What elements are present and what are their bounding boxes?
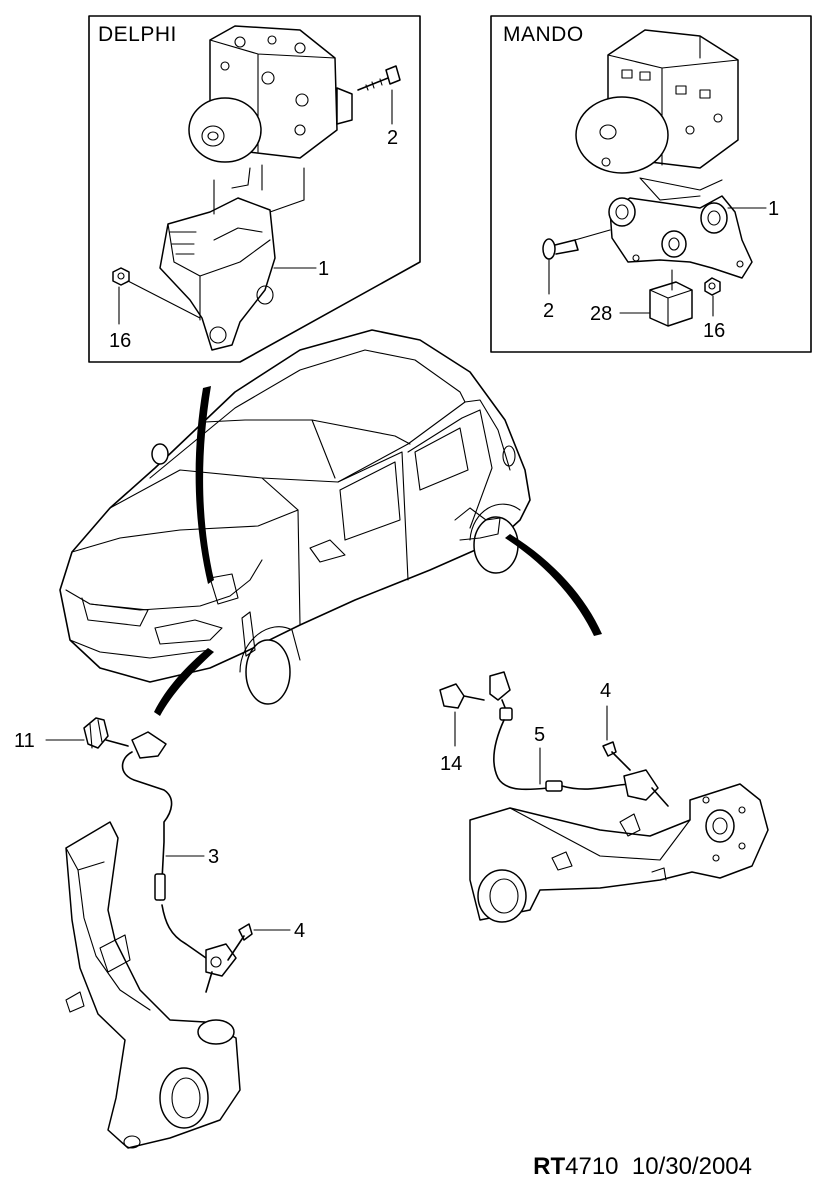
front-callout-11: 11 [14,730,35,752]
delphi-callout-16: 16 [109,330,131,352]
rear-leader-swoosh [505,534,602,636]
delphi-callout-2: 2 [387,127,398,149]
mando-sensor [649,269,693,327]
front-leader-swoosh [154,648,214,716]
mando-panel: MANDO [490,15,812,353]
delphi-panel-frame [88,15,421,363]
front-sensor-assembly: 11 3 4 [14,717,305,1149]
vehicle-hatchback [59,329,531,705]
drawing-code-number: 4710 [565,1153,619,1180]
front-callout-3: 3 [208,846,219,868]
delphi-nut [112,267,130,286]
drawing-date: 10/30/2004 [631,1153,752,1180]
rear-axle-beam [469,783,769,923]
mando-panel-frame [490,15,812,353]
delphi-callout-1: 1 [318,258,329,280]
mando-callout-16: 16 [703,320,725,342]
mando-callout-1: 1 [768,198,779,220]
drawing-code-prefix: RT [533,1153,566,1180]
rear-callout-4: 4 [600,680,611,702]
mando-abs-modulator [575,29,739,174]
mando-bracket [608,195,753,279]
front-callout-4: 4 [294,920,305,942]
mando-nut [704,277,721,296]
delphi-abs-modulator [188,25,353,163]
delphi-bolt [357,65,401,91]
rear-callout-14: 14 [440,753,462,775]
mando-callout-2: 2 [543,300,554,322]
delphi-title: DELPHI [98,23,177,46]
drawing-reference: RT4710 10/30/2004 [533,1153,752,1181]
delphi-panel: DELPHI [88,15,421,363]
mando-callout-28: 28 [590,303,612,325]
delphi-leader-swoosh [195,386,214,584]
rear-sensor-assembly: 4 14 5 [439,671,769,923]
front-steering-knuckle [65,821,241,1149]
mando-bolt [542,229,611,260]
delphi-bracket [159,164,276,351]
mando-title: MANDO [503,23,584,46]
rear-callout-5: 5 [534,724,545,746]
